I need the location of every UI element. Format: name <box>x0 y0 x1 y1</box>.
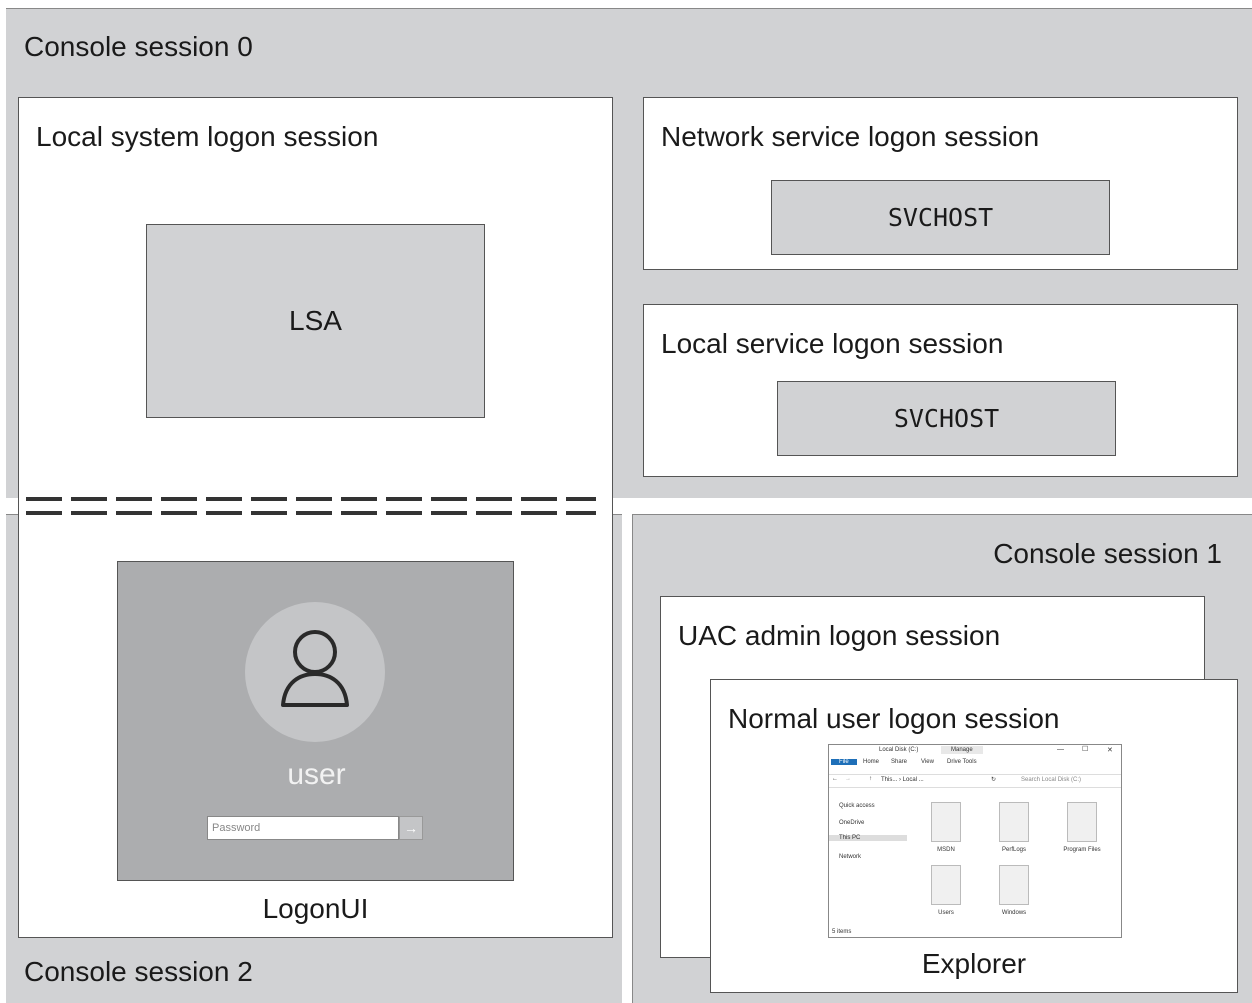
ribbon-tab-share[interactable]: Share <box>891 759 908 765</box>
folder-perflogs-label: PerfLogs <box>1001 847 1026 853</box>
folder-perflogs-icon[interactable] <box>999 802 1029 842</box>
ribbon-tab-file[interactable]: File <box>831 759 857 765</box>
network-svchost-process: SVCHOST <box>771 180 1110 255</box>
explorer-titlebar: Local Disk (C:) Manage — ☐ ✕ <box>829 745 1121 757</box>
logonui-caption: LogonUI <box>262 893 369 924</box>
console-session-2-title: Console session 2 <box>24 956 253 987</box>
user-icon <box>281 630 349 707</box>
forward-icon[interactable]: → <box>845 776 851 782</box>
explorer-window: Local Disk (C:) Manage — ☐ ✕ File Home S… <box>828 744 1122 938</box>
arrow-right-icon: → <box>404 820 418 836</box>
submit-arrow-button[interactable]: → <box>399 816 423 840</box>
folder-users-icon[interactable] <box>931 865 961 905</box>
back-icon[interactable]: ← <box>832 776 838 782</box>
console-session-1-title: Console session 1 <box>993 538 1222 569</box>
logon-user-name: user <box>287 758 346 791</box>
folder-program-files-icon[interactable] <box>1067 802 1097 842</box>
explorer-nav-pane: Quick access OneDrive This PC Network <box>829 789 909 929</box>
search-box[interactable]: Search Local Disk (C:) <box>1021 777 1082 783</box>
network-service-title: Network service logon session <box>661 121 1040 152</box>
maximize-icon[interactable]: ☐ <box>1082 746 1089 753</box>
uac-admin-title: UAC admin logon session <box>678 620 1001 651</box>
nav-item-network[interactable]: Network <box>839 854 862 860</box>
close-icon[interactable]: ✕ <box>1107 747 1113 754</box>
manage-tab[interactable]: Manage <box>941 746 983 754</box>
nav-item-this-pc[interactable]: This PC <box>829 835 907 841</box>
password-placeholder: Password <box>212 822 261 834</box>
explorer-status-bar: 5 items <box>829 928 1121 937</box>
folder-windows-label: Windows <box>1001 910 1027 916</box>
folder-windows-icon[interactable] <box>999 865 1029 905</box>
address-bar[interactable]: This... › Local ... <box>881 777 924 783</box>
console-session-0-title: Console session 0 <box>24 31 253 62</box>
password-field[interactable]: Password <box>207 816 399 840</box>
window-title: Local Disk (C:) <box>879 747 919 753</box>
logonui-screen: user Password → <box>117 561 514 881</box>
minimize-icon[interactable]: — <box>1057 746 1064 753</box>
local-svchost-process: SVCHOST <box>777 381 1116 456</box>
folder-msdn-icon[interactable] <box>931 802 961 842</box>
nav-item-quick-access[interactable]: Quick access <box>839 803 875 809</box>
local-system-title: Local system logon session <box>36 121 379 152</box>
nav-item-onedrive[interactable]: OneDrive <box>839 820 865 826</box>
up-icon[interactable]: ↑ <box>869 776 872 782</box>
status-item-count: 5 items <box>832 929 852 935</box>
folder-users-label: Users <box>938 910 954 916</box>
explorer-caption: Explorer <box>921 948 1027 979</box>
local-service-title: Local service logon session <box>661 328 1004 359</box>
folder-program-files-label: Program Files <box>1063 847 1101 853</box>
folder-msdn-label: MSDN <box>937 847 955 853</box>
ribbon-tab-home[interactable]: Home <box>863 759 880 765</box>
lsa-process: LSA <box>146 224 485 418</box>
normal-user-title: Normal user logon session <box>728 703 1060 734</box>
user-avatar <box>245 602 385 742</box>
ribbon-tab-view[interactable]: View <box>921 759 934 765</box>
explorer-ribbon: File Home Share View Drive Tools <box>829 759 1121 769</box>
ribbon-tab-drive-tools[interactable]: Drive Tools <box>947 759 977 765</box>
session-boundary-dashes <box>26 497 596 517</box>
explorer-address-row: ← → ↑ This... › Local ... ↻ Search Local… <box>829 774 1121 788</box>
refresh-icon[interactable]: ↻ <box>991 777 997 783</box>
